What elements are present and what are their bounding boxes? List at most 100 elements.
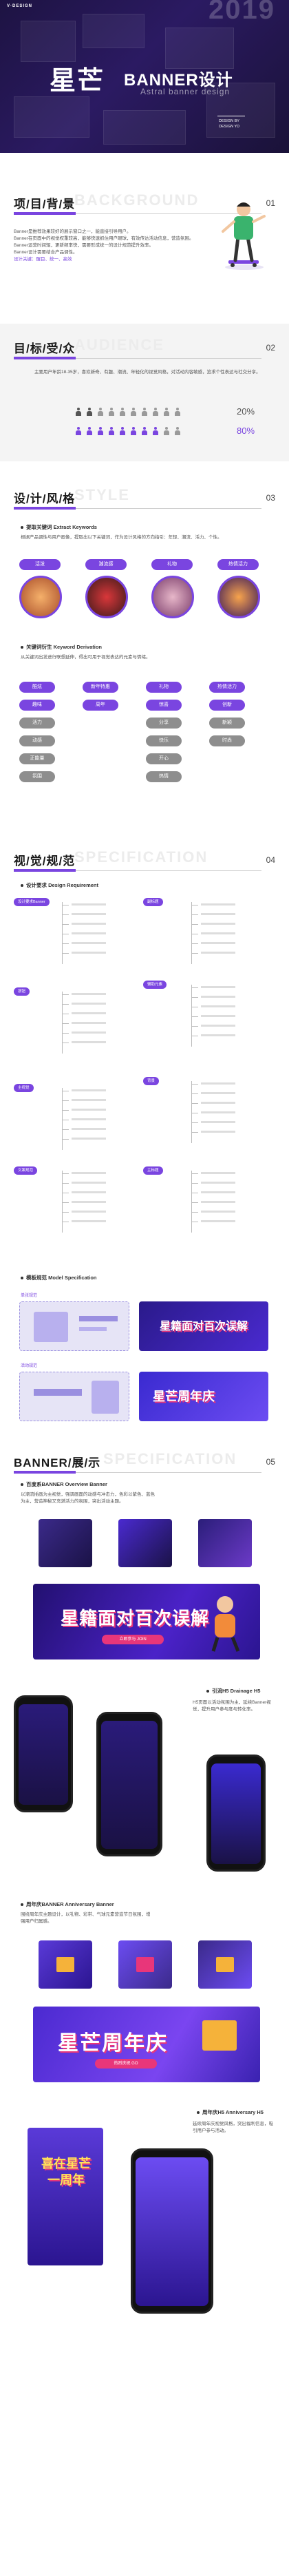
person-icon — [120, 427, 125, 435]
banner-title: 星芒周年庆 — [58, 2032, 168, 2055]
subsection-title-text: 周年庆BANNER Anniversary Banner — [26, 1901, 114, 1907]
gift-illustration — [39, 1940, 92, 1989]
section-title: 目/标/受/众 — [14, 342, 76, 355]
connector — [191, 1122, 198, 1123]
section-title: 设/计/风/格 — [14, 492, 76, 505]
connector — [62, 943, 69, 944]
section-ghost: SPECIFICATION — [74, 848, 208, 866]
accent-bar — [14, 869, 76, 872]
person-icon — [142, 408, 147, 416]
person-icon — [175, 408, 180, 416]
tree-leaf — [201, 1015, 235, 1017]
connector — [191, 1093, 198, 1094]
tree-node: 背景 — [143, 1077, 160, 1085]
tree-leaf — [72, 1109, 106, 1111]
tree-leaf — [201, 923, 235, 925]
tree-leaf — [72, 932, 106, 934]
phone-mockup — [14, 1695, 73, 1812]
tree-node: 辅助元素 — [143, 981, 167, 989]
subsection-title: 百度系BANNER Overview Banner — [21, 1480, 107, 1488]
accent-bar — [14, 357, 76, 359]
skater-illustration — [222, 202, 266, 270]
tree-leaf — [201, 1211, 235, 1213]
accent-bar — [14, 1471, 76, 1474]
tree-leaf — [72, 1182, 106, 1184]
tree-leaf — [72, 1220, 106, 1222]
hero-tile — [165, 28, 234, 69]
person-icon — [164, 427, 169, 435]
banner-title: 星芒周年庆 — [153, 1390, 215, 1403]
tree-leaf — [72, 993, 106, 995]
connector — [191, 943, 198, 944]
paragraph: Banner运营时间短，更新频率快，需要形成统一的设计规范提升效率。 — [14, 243, 153, 248]
accent-bar — [14, 507, 76, 510]
keyword-image-circle — [217, 576, 260, 618]
connector — [191, 914, 198, 915]
banner-cta-button[interactable]: 热烈庆祝 GO — [95, 2059, 157, 2069]
connector — [62, 1100, 69, 1101]
connector — [62, 914, 69, 915]
model-template-b — [19, 1372, 129, 1421]
connector — [62, 1004, 69, 1005]
keyword-derived-pill: 时尚 — [209, 735, 245, 746]
banner-title: 星籍面对百次误解 — [61, 1608, 210, 1629]
tree-leaf — [72, 942, 106, 944]
connector — [62, 1202, 69, 1203]
section-title: BANNER/展/示 — [14, 1456, 101, 1469]
model-banner-a: 星籍面对百次误解 — [139, 1301, 268, 1351]
paragraph-highlight: 设计关键：醒目、统一、高效 — [14, 257, 72, 262]
tree-leaf — [72, 1099, 106, 1101]
hero-tile — [103, 110, 186, 145]
spec-label: 活动规范 — [21, 1364, 38, 1368]
person-icon — [87, 427, 92, 435]
hero-tile — [206, 83, 275, 138]
subsection-title-text: 模板规范 Model Specification — [26, 1275, 97, 1281]
keyword-derived-pill: 分享 — [146, 718, 182, 729]
illustration-card — [198, 1519, 252, 1567]
connector — [191, 1171, 192, 1233]
keyword-derived-pill: 礼物 — [146, 682, 182, 693]
connector — [191, 924, 198, 925]
tree-leaf — [72, 1138, 106, 1140]
tree-leaf — [72, 913, 106, 915]
tree-leaf — [72, 1118, 106, 1120]
tree-leaf — [72, 1128, 106, 1130]
divider — [14, 1472, 261, 1473]
hero-tile — [83, 14, 144, 48]
section-showcase: SPECIFICATION BANNER/展/示 05 — [0, 1450, 289, 1474]
connector — [191, 1103, 198, 1104]
spec-label: 单张规范 — [21, 1294, 38, 1298]
tree-node: 主视觉 — [14, 1084, 34, 1092]
tree-leaf — [201, 1034, 235, 1036]
showcase-desc: 围绕周年庆主题设计，以礼物、彩带、气球元素营造节日氛围，增强用户归属感。 — [21, 1912, 151, 1924]
subsection-title: 周年庆BANNER Anniversary Banner — [21, 1900, 114, 1908]
tree-leaf — [72, 1032, 106, 1034]
keyword-derived-pill: 快乐 — [146, 735, 182, 746]
template-block — [79, 1316, 118, 1321]
keyword-image-circle — [85, 576, 128, 618]
connector — [191, 1202, 198, 1203]
hero-subtitle: Astral banner design — [140, 87, 231, 96]
section-style: STYLE 设/计/风/格 03 — [0, 486, 289, 510]
connector — [191, 1183, 198, 1184]
tree-leaf — [201, 1121, 235, 1123]
tree-leaf — [201, 1131, 235, 1133]
tree-leaf — [201, 1220, 235, 1222]
tree-node: 副标题 — [143, 898, 163, 906]
connector — [62, 953, 69, 954]
keyword-derived-pill: 周年 — [83, 700, 118, 711]
person-icon — [153, 408, 158, 416]
subsection-title-text: 提取关键词 Extract Keywords — [26, 524, 97, 530]
connector — [191, 1173, 198, 1174]
banner-cta-button[interactable]: 立即参与 JOIN — [102, 1635, 164, 1644]
gift-illustration — [118, 1940, 172, 1989]
tree-leaf — [201, 1005, 235, 1007]
tree-leaf — [201, 913, 235, 915]
person-icon — [131, 427, 136, 435]
connector — [62, 924, 69, 925]
connector — [191, 997, 198, 998]
template-block — [34, 1312, 68, 1342]
gift-icon — [216, 1957, 234, 1972]
keyword-derived-pill: 氛围 — [19, 771, 55, 782]
template-block — [92, 1381, 119, 1414]
